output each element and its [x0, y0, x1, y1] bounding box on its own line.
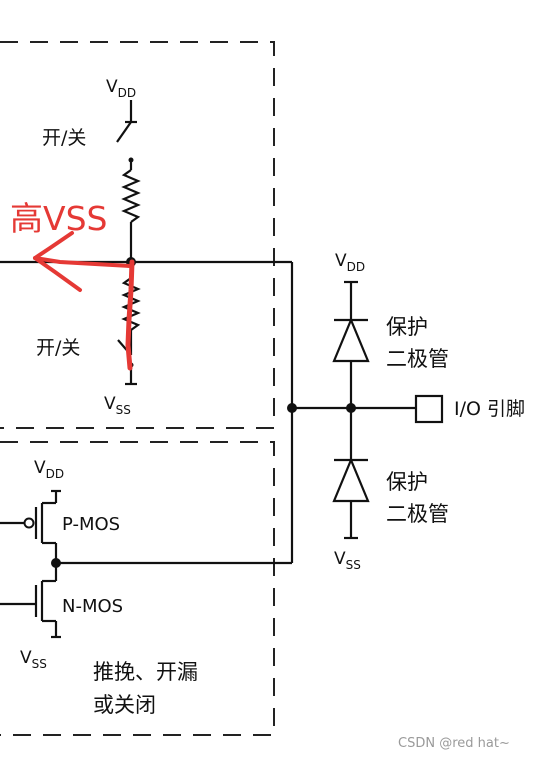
annotation-arrow-shaft: [33, 256, 132, 268]
upper-block: VDD 开/关 开/关 VSS: [0, 77, 292, 417]
upper-vdd-label: VDD: [106, 77, 136, 100]
mode-text-line-1: 推挽、开漏: [93, 660, 198, 684]
diode-vss-label: VSS: [334, 549, 361, 572]
upper-vss-label: VSS: [104, 394, 131, 417]
upper-diode-label-2: 二极管: [386, 347, 449, 371]
dashed-outlines: [0, 41, 275, 736]
lower-block-outline: [0, 441, 275, 736]
annotation-vertical-stroke: [125, 259, 135, 371]
bottom-switch-label: 开/关: [36, 337, 80, 359]
nmos-label: N-MOS: [62, 596, 123, 617]
pin-connection: I/O 引脚: [287, 262, 525, 563]
lower-diode-symbol: [332, 457, 370, 503]
red-annotation: 高VSS: [10, 199, 135, 371]
upper-block-outline: [0, 41, 275, 429]
pull-up-resistor: [121, 169, 141, 223]
lower-diode-label-2: 二极管: [386, 502, 449, 526]
mode-text-line-2: 或关闭: [93, 693, 156, 717]
nmos-transistor: [0, 579, 56, 623]
pmos-label: P-MOS: [62, 514, 120, 535]
lower-block: VDD P-MOS N-MOS VSS 推挽、开漏: [0, 458, 292, 717]
io-pin-label: I/O 引脚: [454, 398, 525, 420]
io-pin-box: [414, 394, 444, 424]
upper-diode-label-1: 保护: [386, 315, 428, 339]
lower-vdd-label: VDD: [34, 458, 64, 481]
watermark: CSDN @red hat~: [398, 736, 510, 751]
upper-diode-symbol: [332, 317, 370, 363]
annotation-text: 高VSS: [10, 199, 107, 238]
lower-vss-label: VSS: [20, 648, 47, 671]
top-switch-label: 开/关: [42, 127, 86, 149]
pmos-transistor: [0, 501, 56, 545]
lower-diode-label-1: 保护: [386, 470, 428, 494]
diode-vdd-label: VDD: [335, 251, 365, 274]
annotation-arrow-head: [33, 231, 82, 292]
top-switch-blade: [116, 121, 132, 143]
protection-diodes: VDD 保护 二极管 VSS 保护 二极管: [332, 251, 449, 572]
